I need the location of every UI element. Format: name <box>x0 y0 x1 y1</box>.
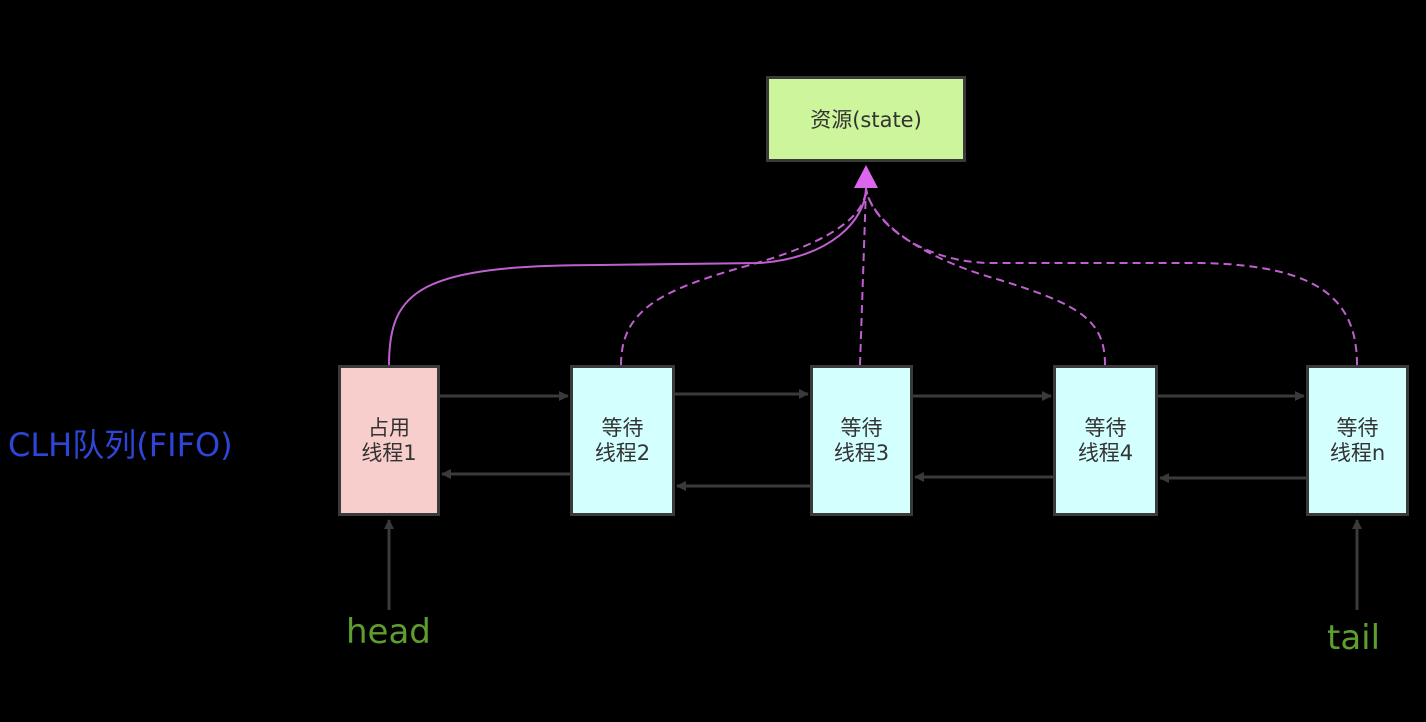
resource-link-node-4 <box>865 187 1106 366</box>
head-label: head <box>346 612 431 652</box>
resource-link-node-n <box>865 187 1358 366</box>
node-thread-4: 等待 线程4 <box>1053 365 1158 516</box>
node-thread-3: 等待 线程3 <box>810 365 913 516</box>
resource-link-node-2 <box>620 187 867 366</box>
node-thread-2: 等待 线程2 <box>570 365 675 516</box>
node-state-label: 等待 <box>1336 415 1379 440</box>
node-thread-label: 线程n <box>1329 440 1386 465</box>
node-thread-label: 线程3 <box>833 440 890 465</box>
resource-state-box: 资源(state) <box>766 76 966 162</box>
resource-arrowhead <box>854 165 878 188</box>
node-state-label: 等待 <box>1084 415 1127 440</box>
node-state-label: 占用 <box>368 415 410 440</box>
resource-label: 资源(state) <box>810 108 922 132</box>
tail-label: tail <box>1327 618 1381 658</box>
node-thread-1: 占用 线程1 <box>338 365 440 516</box>
node-thread-n: 等待 线程n <box>1306 365 1409 516</box>
node-thread-label: 线程1 <box>361 440 417 465</box>
node-state-label: 等待 <box>840 415 883 440</box>
node-state-label: 等待 <box>601 415 644 440</box>
resource-link-node-3 <box>859 187 867 366</box>
node-thread-label: 线程4 <box>1077 440 1134 465</box>
resource-link-node-1 <box>388 187 867 366</box>
clh-queue-label: CLH队列(FIFO) <box>8 426 233 464</box>
node-thread-label: 线程2 <box>594 440 651 465</box>
